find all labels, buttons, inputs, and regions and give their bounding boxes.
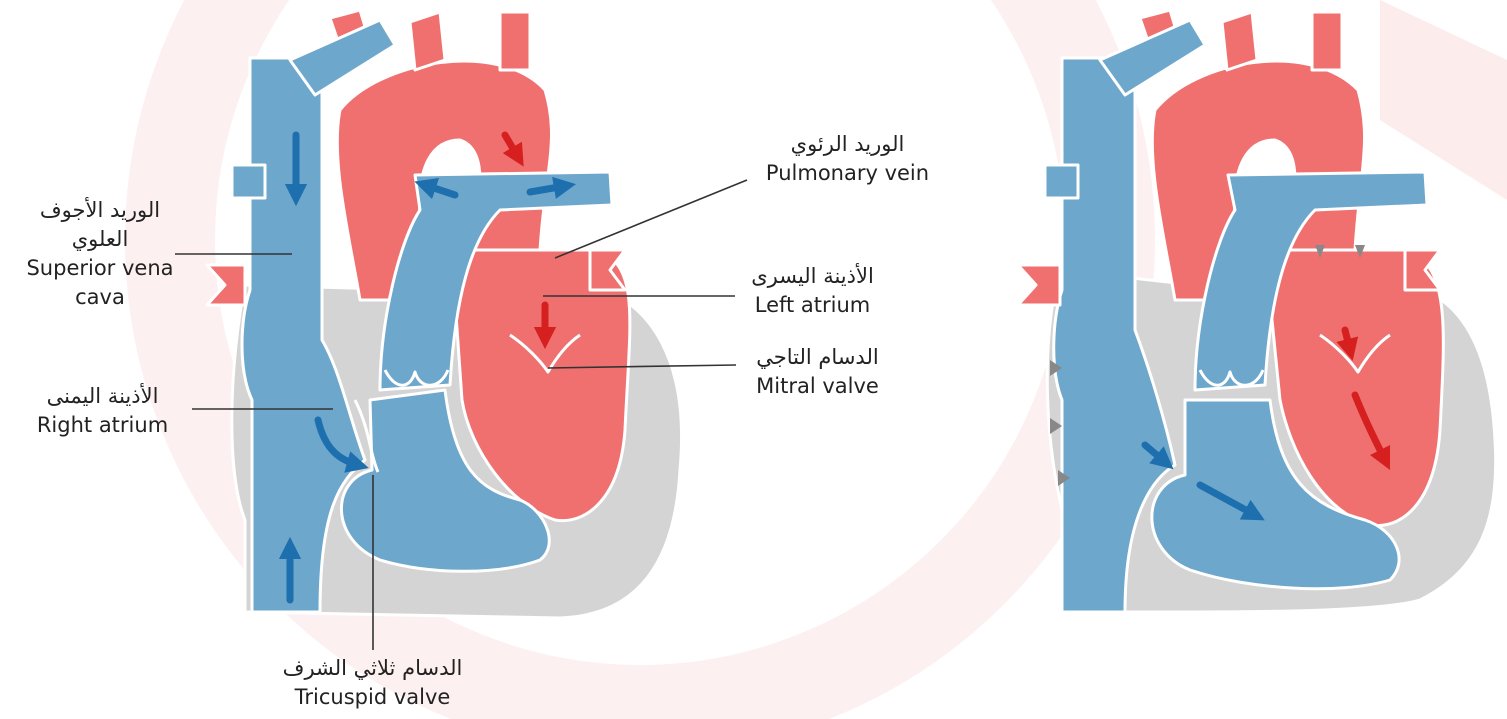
heart-left — [207, 10, 682, 618]
label-svc-en-1: Superior vena — [0, 254, 200, 283]
label-right-atrium-en: Right atrium — [10, 411, 195, 440]
label-mitral-valve-en: Mitral valve — [725, 372, 910, 401]
pulmonary-vein-right-right — [1405, 250, 1440, 290]
label-mitral-valve: الدسام التاجي Mitral valve — [725, 343, 910, 401]
label-svc-ar-1: الوريد الأجوف — [0, 196, 200, 225]
aorta-branch-2 — [410, 12, 445, 70]
label-mitral-valve-ar: الدسام التاجي — [725, 343, 910, 372]
label-svc-ar-2: العلوي — [0, 225, 200, 254]
label-tricuspid-en: Tricuspid valve — [250, 683, 495, 712]
aorta-branch-2-right — [1222, 12, 1257, 70]
arrow-lv-flow-2 — [1345, 330, 1350, 350]
label-right-atrium: الأذينة اليمنى Right atrium — [10, 382, 195, 440]
pulmonary-vein-left-right — [1018, 265, 1060, 305]
label-left-atrium: الأذينة اليسرى Left atrium — [725, 262, 900, 320]
label-tricuspid-ar: الدسام ثلاثي الشرف — [250, 654, 495, 683]
label-left-atrium-ar: الأذينة اليسرى — [725, 262, 900, 291]
label-right-atrium-ar: الأذينة اليمنى — [10, 382, 195, 411]
label-pulmonary-vein: الوريد الرئوي Pulmonary vein — [735, 130, 960, 188]
label-pulmonary-vein-en: Pulmonary vein — [735, 159, 960, 188]
pulmonary-artery-stub-right — [1045, 165, 1078, 198]
pulmonary-artery-stub-left — [232, 165, 265, 198]
aorta-branch-3-right — [1312, 12, 1342, 70]
label-pulmonary-vein-ar: الوريد الرئوي — [735, 130, 960, 159]
label-left-atrium-en: Left atrium — [725, 291, 900, 320]
aorta-branch-3 — [500, 12, 530, 70]
label-tricuspid-valve: الدسام ثلاثي الشرف Tricuspid valve — [250, 654, 495, 712]
label-svc-en-2: cava — [0, 283, 200, 312]
label-superior-vena-cava: الوريد الأجوف العلوي Superior vena cava — [0, 196, 200, 312]
